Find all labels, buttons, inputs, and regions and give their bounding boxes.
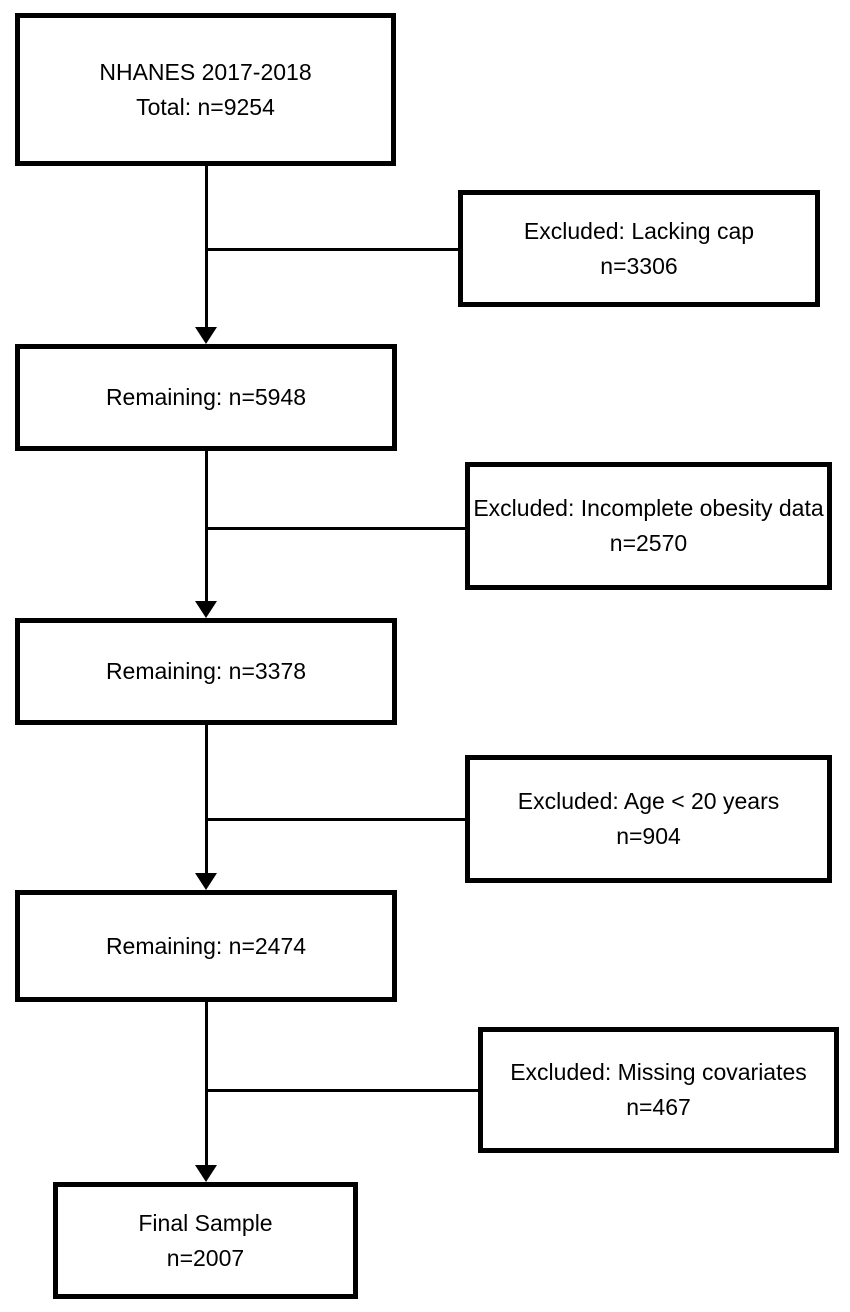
excluded-box-incomplete-obesity-data: Excluded: Incomplete obesity data n=2570: [465, 462, 832, 590]
arrow-down-icon: [195, 601, 217, 618]
excluded-box-lacking-cap-line2: n=3306: [600, 252, 678, 279]
arrow-down-icon: [195, 327, 217, 344]
connector-vertical-3: [205, 725, 208, 875]
flow-box-remaining-3-line1: Remaining: n=2474: [105, 932, 307, 959]
excluded-box-lacking-cap: Excluded: Lacking cap n=3306: [458, 190, 820, 307]
connector-vertical-1: [205, 166, 208, 329]
connector-branch-1: [206, 248, 458, 251]
excluded-box-lacking-cap-line1: Excluded: Lacking cap: [523, 217, 755, 244]
flow-box-total-line2: Total: n=9254: [136, 93, 275, 120]
excluded-box-age-under-20-line1: Excluded: Age < 20 years: [517, 788, 780, 814]
flow-box-total-line1: NHANES 2017-2018: [99, 58, 312, 85]
connector-vertical-4: [205, 1002, 208, 1167]
arrow-down-icon: [195, 873, 217, 890]
excluded-box-age-under-20-line2: n=904: [616, 823, 681, 849]
excluded-box-age-under-20: Excluded: Age < 20 years n=904: [465, 755, 832, 883]
connector-branch-2: [206, 527, 465, 530]
flow-box-final-sample-line1: Final Sample: [138, 1209, 273, 1236]
flow-box-remaining-3: Remaining: n=2474: [15, 890, 397, 1002]
flow-box-final-sample: Final Sample n=2007: [53, 1182, 358, 1299]
connector-branch-4: [206, 1089, 478, 1092]
flow-box-final-sample-line2: n=2007: [166, 1244, 245, 1271]
excluded-box-missing-covariates-line1: Excluded: Missing covariates: [510, 1059, 807, 1085]
flow-box-remaining-2-line1: Remaining: n=3378: [105, 658, 307, 684]
arrow-down-icon: [195, 1165, 217, 1182]
excluded-box-incomplete-obesity-data-line1: Excluded: Incomplete obesity data: [473, 495, 824, 521]
connector-branch-3: [206, 818, 465, 821]
excluded-box-missing-covariates-line2: n=467: [626, 1094, 691, 1120]
flow-box-remaining-1: Remaining: n=5948: [15, 344, 397, 451]
excluded-box-incomplete-obesity-data-line2: n=2570: [609, 530, 688, 556]
excluded-box-missing-covariates: Excluded: Missing covariates n=467: [478, 1027, 839, 1153]
flow-box-total: NHANES 2017-2018 Total: n=9254: [15, 13, 396, 166]
flow-box-remaining-1-line1: Remaining: n=5948: [105, 384, 307, 410]
flow-box-remaining-2: Remaining: n=3378: [15, 618, 397, 725]
